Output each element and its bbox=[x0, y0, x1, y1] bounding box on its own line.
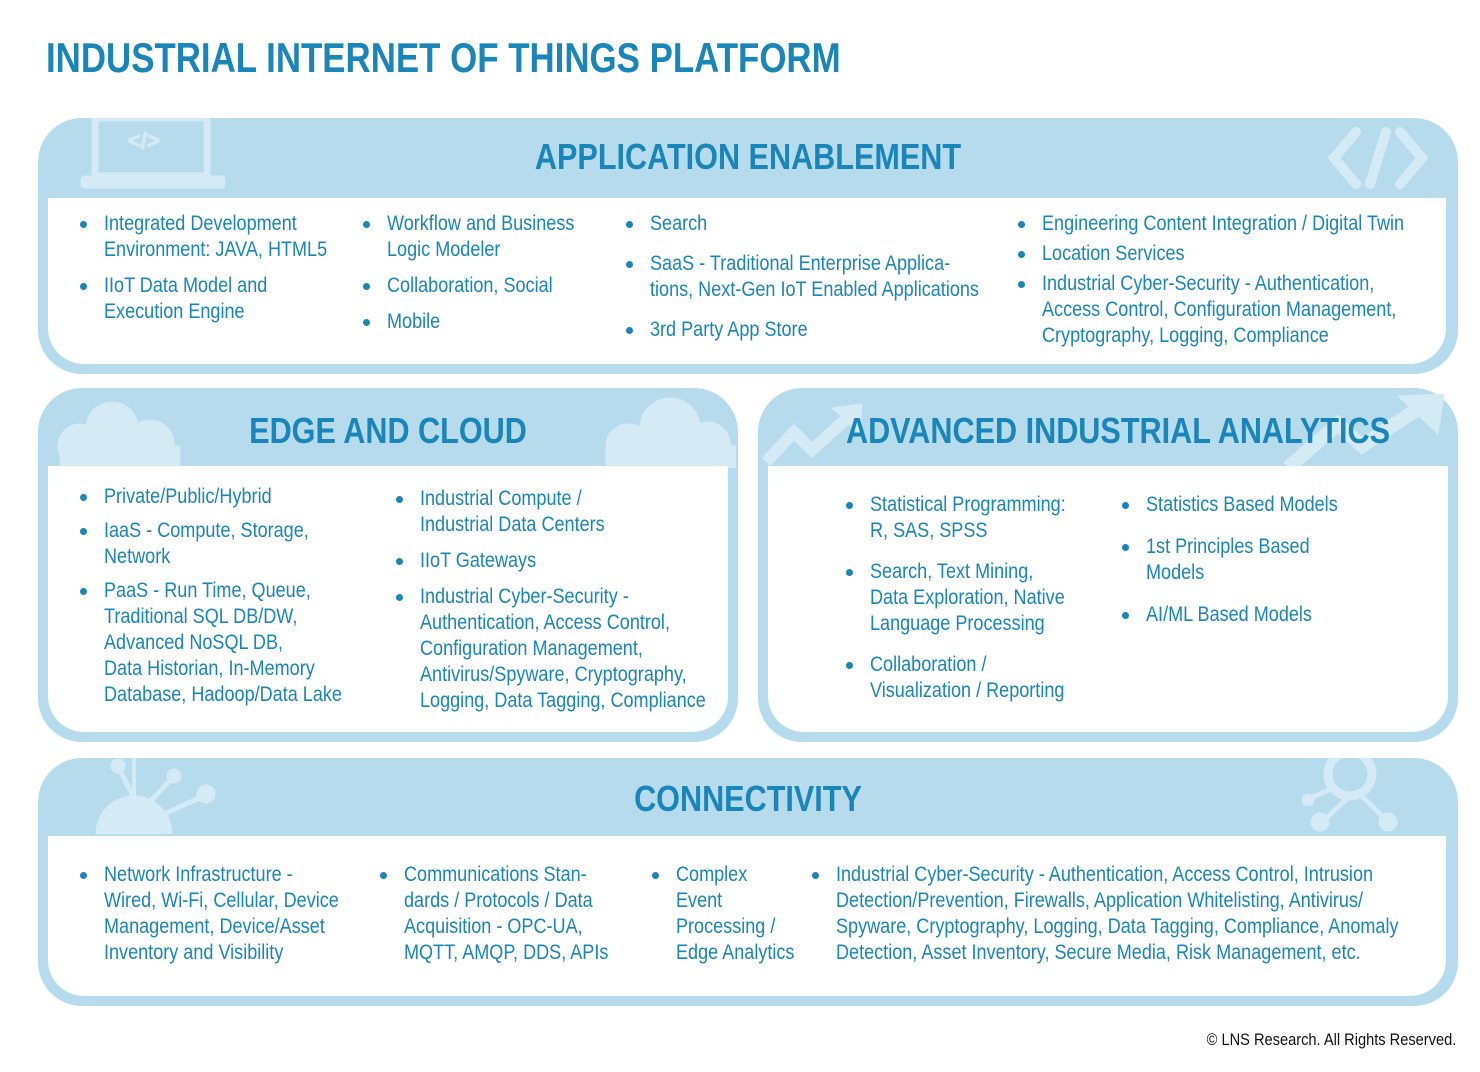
list-item-text: Communications Stan-dards / Protocols / … bbox=[404, 863, 609, 964]
list-item-text: IaaS - Compute, Storage,Network bbox=[104, 519, 309, 568]
list-item-text: Mobile bbox=[387, 310, 441, 333]
list-item: IaaS - Compute, Storage,Network bbox=[78, 518, 381, 570]
list-item: Communications Stan-dards / Protocols / … bbox=[378, 862, 642, 966]
list-item: Industrial Cyber-Security - Authenticati… bbox=[810, 862, 1480, 966]
list-column: Engineering Content Integration / Digita… bbox=[1016, 211, 1463, 349]
list-item-text: Engineering Content Integration / Digita… bbox=[1042, 212, 1405, 235]
list-item-text: Network Infrastructure -Wired, Wi-Fi, Ce… bbox=[104, 863, 339, 964]
connectivity-section: CONNECTIVITY Network Infrastructure -Wir… bbox=[38, 758, 1458, 1006]
list-item: Industrial Cyber-Security - Authenticati… bbox=[1016, 271, 1463, 349]
trend-arrow-icon bbox=[762, 404, 863, 466]
list-item-text: Industrial Cyber-Security - Authenticati… bbox=[836, 863, 1399, 964]
list-item-text: Statistics Based Models bbox=[1146, 493, 1338, 516]
list-item-text: Private/Public/Hybrid bbox=[104, 485, 272, 508]
page-title: INDUSTRIAL INTERNET OF THINGS PLATFORM bbox=[46, 34, 841, 81]
list-item: Industrial Cyber-Security -Authenticatio… bbox=[394, 584, 752, 714]
list-item-text: Industrial Compute /Industrial Data Cent… bbox=[420, 487, 605, 536]
list-column: Industrial Cyber-Security - Authenticati… bbox=[810, 862, 1480, 966]
network-nodes-icon bbox=[1301, 758, 1398, 832]
application-enablement-section: </> APPLICATION ENABLEMENT Integrated De… bbox=[38, 118, 1458, 374]
list-item-text: Search, Text Mining,Data Exploration, Na… bbox=[870, 560, 1065, 635]
list-item-text: 3rd Party App Store bbox=[650, 318, 808, 341]
list-item: Search, Text Mining,Data Exploration, Na… bbox=[844, 559, 1098, 637]
list-item: Mobile bbox=[361, 309, 605, 335]
list-item-text: SaaS - Traditional Enterprise Applica-ti… bbox=[650, 252, 979, 301]
list-item: Engineering Content Integration / Digita… bbox=[1016, 211, 1463, 237]
copyright-notice: © LNS Research. All Rights Reserved. bbox=[1206, 1030, 1456, 1049]
laptop-code-icon: </> bbox=[80, 118, 226, 189]
advanced-industrial-analytics-section: ADVANCED INDUSTRIAL ANALYTICS Statistica… bbox=[758, 388, 1458, 742]
list-item: Statistical Programming:R, SAS, SPSS bbox=[844, 492, 1098, 544]
list-item-text: Collaboration /Visualization / Reporting bbox=[870, 653, 1065, 702]
list-item: Collaboration, Social bbox=[361, 273, 605, 299]
list-item: Private/Public/Hybrid bbox=[78, 484, 381, 510]
list-item: Collaboration /Visualization / Reporting bbox=[844, 652, 1098, 704]
cloud-icon bbox=[57, 401, 181, 468]
list-column: Statistical Programming:R, SAS, SPSS Sear… bbox=[844, 492, 1098, 704]
section-heading: EDGE AND CLOUD bbox=[249, 410, 527, 451]
list-item: PaaS - Run Time, Queue,Traditional SQL D… bbox=[78, 578, 381, 708]
list-column: Communications Stan-dards / Protocols / … bbox=[378, 862, 642, 966]
cloud-icon bbox=[605, 397, 736, 468]
list-item-text: Collaboration, Social bbox=[387, 274, 553, 297]
list-item-text: AI/ML Based Models bbox=[1146, 603, 1312, 626]
code-brackets-icon bbox=[1328, 127, 1428, 189]
list-item-text: IIoT Gateways bbox=[420, 549, 537, 572]
list-item: Location Services bbox=[1016, 241, 1463, 267]
section-heading: CONNECTIVITY bbox=[634, 778, 862, 819]
list-item: Statistics Based Models bbox=[1120, 492, 1369, 518]
list-item: Industrial Compute /Industrial Data Cent… bbox=[394, 486, 752, 538]
list-item: Search bbox=[624, 211, 1033, 237]
network-globe-icon bbox=[95, 758, 216, 834]
trend-arrow-icon bbox=[1283, 394, 1445, 468]
list-item-text: Search bbox=[650, 212, 708, 235]
list-column: Statistics Based Models 1st Principles Ba… bbox=[1120, 492, 1369, 628]
list-item: IIoT Gateways bbox=[394, 548, 752, 574]
list-item: Network Infrastructure -Wired, Wi-Fi, Ce… bbox=[78, 862, 377, 966]
section-panel: Statistical Programming:R, SAS, SPSS Sear… bbox=[768, 466, 1448, 732]
list-item: SaaS - Traditional Enterprise Applica-ti… bbox=[624, 251, 1033, 303]
list-item: AI/ML Based Models bbox=[1120, 602, 1369, 628]
list-item-text: Industrial Cyber-Security -Authenticatio… bbox=[420, 585, 706, 712]
list-item-text: PaaS - Run Time, Queue,Traditional SQL D… bbox=[104, 579, 342, 706]
svg-text:</>: </> bbox=[128, 128, 160, 153]
section-heading: APPLICATION ENABLEMENT bbox=[534, 136, 962, 177]
section-panel: Network Infrastructure -Wired, Wi-Fi, Ce… bbox=[48, 836, 1446, 996]
list-item-text: Statistical Programming:R, SAS, SPSS bbox=[870, 493, 1066, 542]
section-heading: ADVANCED INDUSTRIAL ANALYTICS bbox=[845, 410, 1391, 451]
list-column: Industrial Compute /Industrial Data Cent… bbox=[394, 486, 752, 714]
list-item-text: Location Services bbox=[1042, 242, 1185, 265]
list-item: 3rd Party App Store bbox=[624, 317, 1033, 343]
list-column: Network Infrastructure -Wired, Wi-Fi, Ce… bbox=[78, 862, 377, 966]
list-item-text: Industrial Cyber-Security - Authenticati… bbox=[1042, 272, 1397, 347]
